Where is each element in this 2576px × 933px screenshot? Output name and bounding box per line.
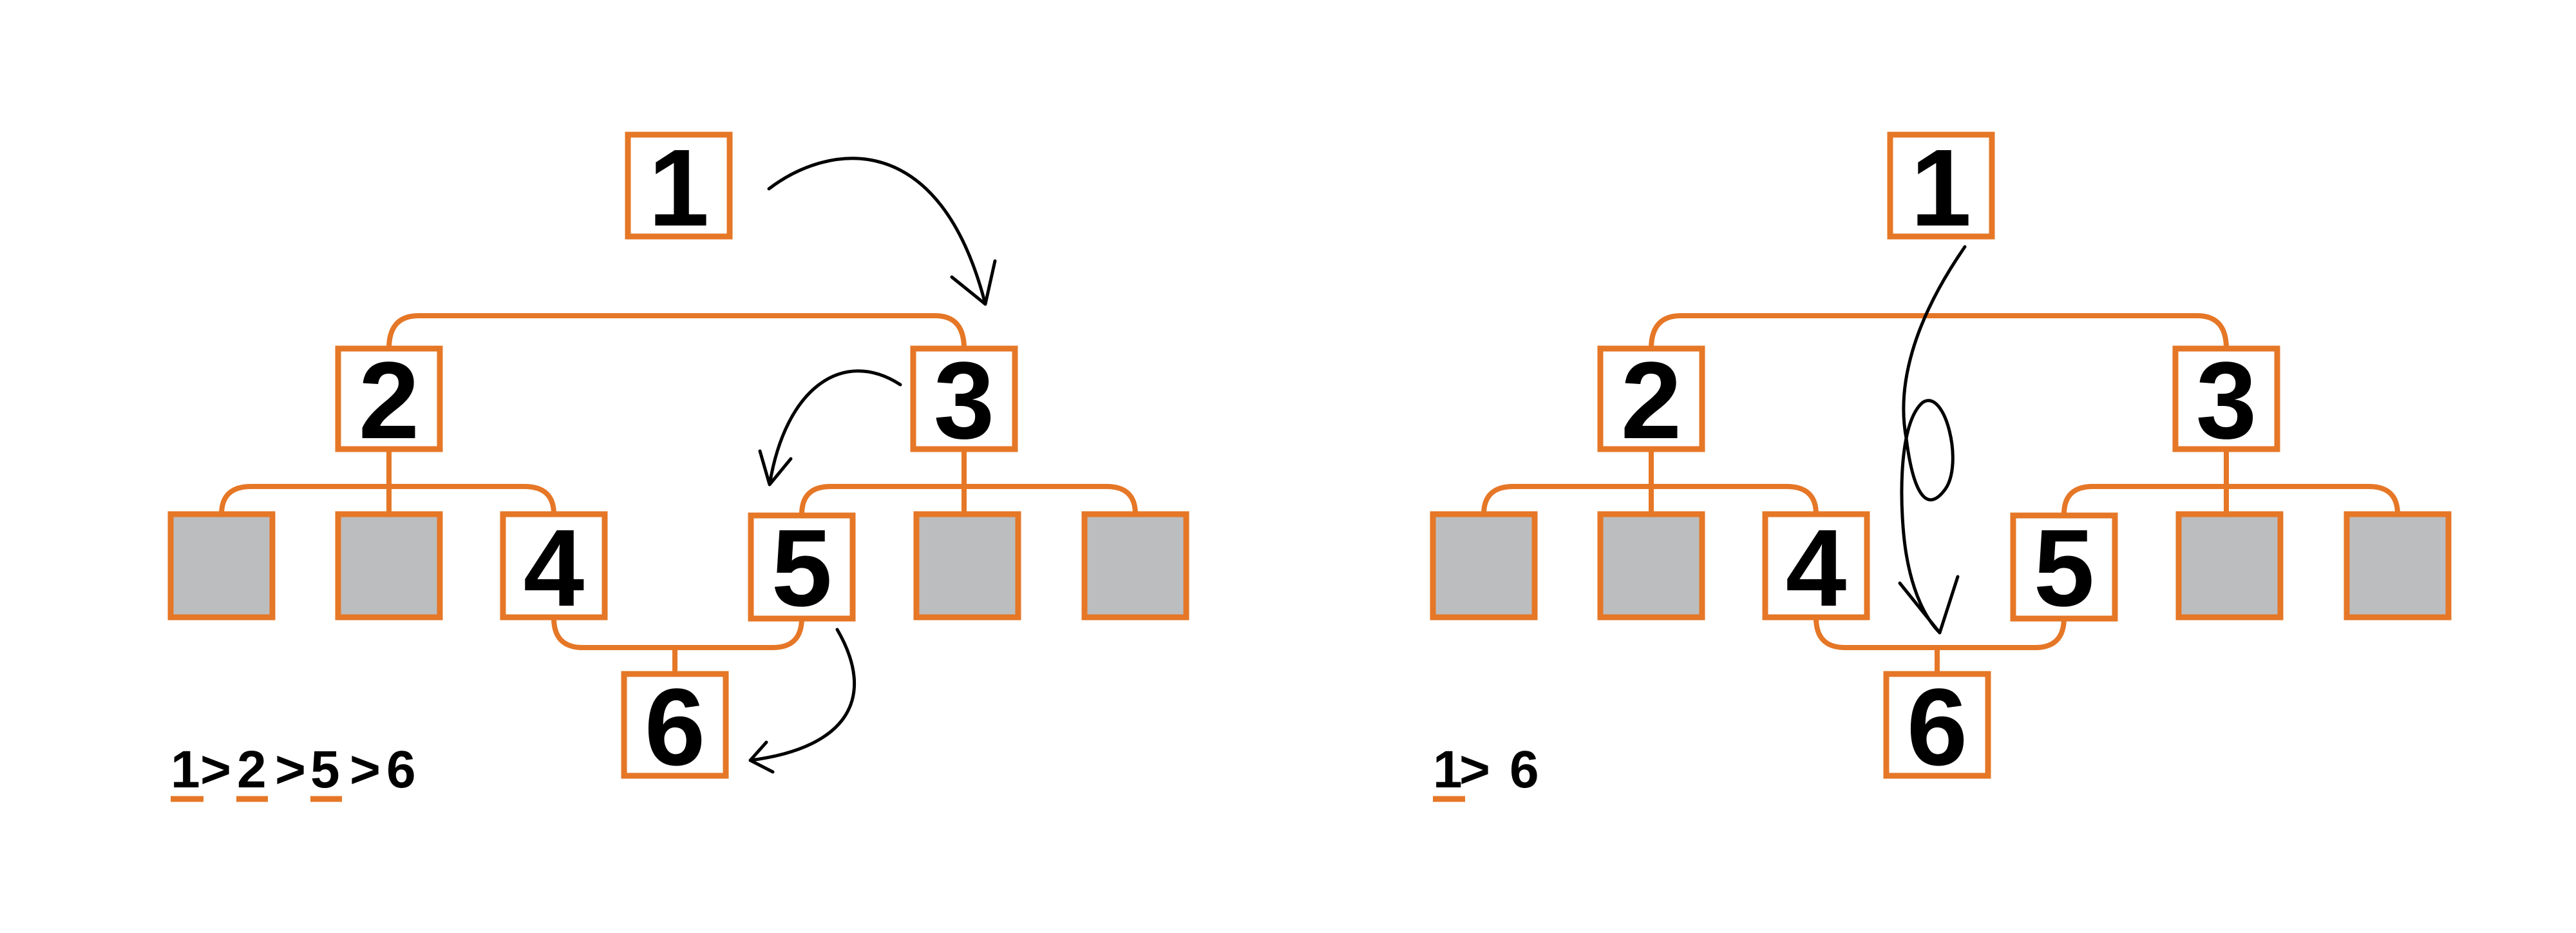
node-3 — [2172, 345, 2280, 452]
legend-step: 6 — [1510, 740, 1539, 799]
leaf-node — [167, 511, 276, 620]
connector-level3 — [1814, 617, 2067, 650]
connector-level3 — [551, 617, 804, 650]
node-3-label: 3 — [2196, 340, 2257, 462]
connector-level2-right — [2061, 484, 2400, 515]
node-5-label: 5 — [2034, 507, 2095, 630]
connector-level2-left — [219, 484, 556, 515]
connector-level2-right — [799, 484, 1138, 515]
node-5 — [748, 512, 856, 622]
node-3-label: 3 — [934, 340, 995, 462]
node-6 — [621, 671, 729, 779]
legend-separator: > — [200, 740, 231, 799]
node-5-label: 5 — [772, 507, 833, 630]
right-diagram: 1 2 3 4 5 6 1 > 6 — [1430, 127, 2452, 802]
node-4 — [1762, 511, 1870, 620]
connector-level1 — [1649, 313, 2229, 349]
legend-sequence: 1 > 2 > 5 > 6 — [171, 740, 416, 802]
node-2 — [335, 345, 443, 452]
leaf-node — [335, 511, 443, 620]
arrow-1-to-3 — [767, 157, 997, 306]
node-6-label: 6 — [645, 666, 706, 789]
node-4 — [500, 511, 608, 620]
node-4-label: 4 — [1786, 507, 1847, 630]
leaf-node — [913, 511, 1021, 620]
arrow-5-to-6 — [748, 628, 857, 774]
node-6-label: 6 — [1907, 666, 1968, 789]
leaf-node — [1597, 511, 1705, 620]
node-3 — [910, 345, 1018, 452]
leaf-node — [1081, 511, 1189, 620]
leaf-node — [2175, 511, 2284, 620]
node-5 — [2010, 512, 2118, 622]
connector-level1 — [386, 313, 967, 349]
leaf-node — [2344, 511, 2452, 620]
legend-step: 5 — [310, 740, 340, 799]
legend-separator: > — [350, 740, 381, 799]
arrow-1-to-6 — [1898, 245, 1967, 635]
node-1-label: 1 — [649, 127, 710, 249]
node-2 — [1597, 345, 1705, 452]
leaf-node — [1430, 511, 1538, 620]
node-1 — [1887, 131, 1995, 240]
node-1-label: 1 — [1911, 127, 1972, 249]
legend-step: 6 — [386, 740, 416, 799]
node-2-label: 2 — [359, 340, 420, 462]
legend-step: 1 — [1433, 740, 1463, 799]
legend-sequence: 1 > 6 — [1433, 740, 1539, 802]
legend-separator: > — [275, 740, 306, 799]
node-2-label: 2 — [1621, 340, 1682, 462]
node-4-label: 4 — [524, 507, 585, 630]
left-diagram: 1 2 3 4 5 6 1 > 2 > 5 > 6 — [167, 127, 1189, 802]
arrow-3-to-5 — [758, 369, 902, 486]
node-6 — [1883, 671, 1991, 779]
node-1 — [625, 131, 733, 240]
legend-separator: > — [1459, 740, 1490, 799]
legend-step: 1 — [171, 740, 200, 799]
legend-step: 2 — [237, 740, 267, 799]
connector-level2-left — [1481, 484, 1819, 515]
